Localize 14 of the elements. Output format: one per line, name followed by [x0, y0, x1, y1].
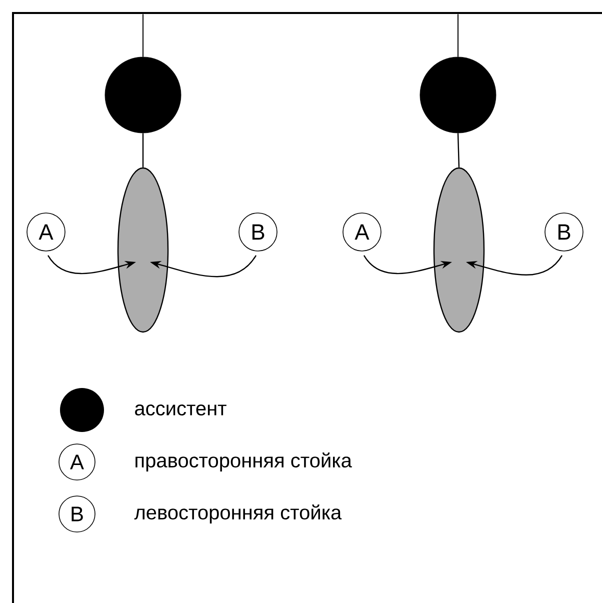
- circled-letter: A: [342, 212, 382, 252]
- person-ellipse: [433, 167, 485, 333]
- circled-letter: B: [238, 212, 278, 252]
- legend-text: правосторонняя стойка: [136, 452, 352, 472]
- legend-text: ассистент: [135, 404, 226, 416]
- assistant-dot: [420, 56, 496, 134]
- rope-line: [142, 14, 144, 58]
- circled-letter: A: [26, 212, 66, 252]
- assistant-dot: [104, 56, 182, 134]
- circled-letter: B: [544, 212, 584, 252]
- connector-line: [142, 133, 144, 168]
- person-ellipse: [117, 167, 169, 333]
- connector-line: [457, 133, 460, 168]
- legend-text: левосторонняя стойка: [134, 504, 342, 524]
